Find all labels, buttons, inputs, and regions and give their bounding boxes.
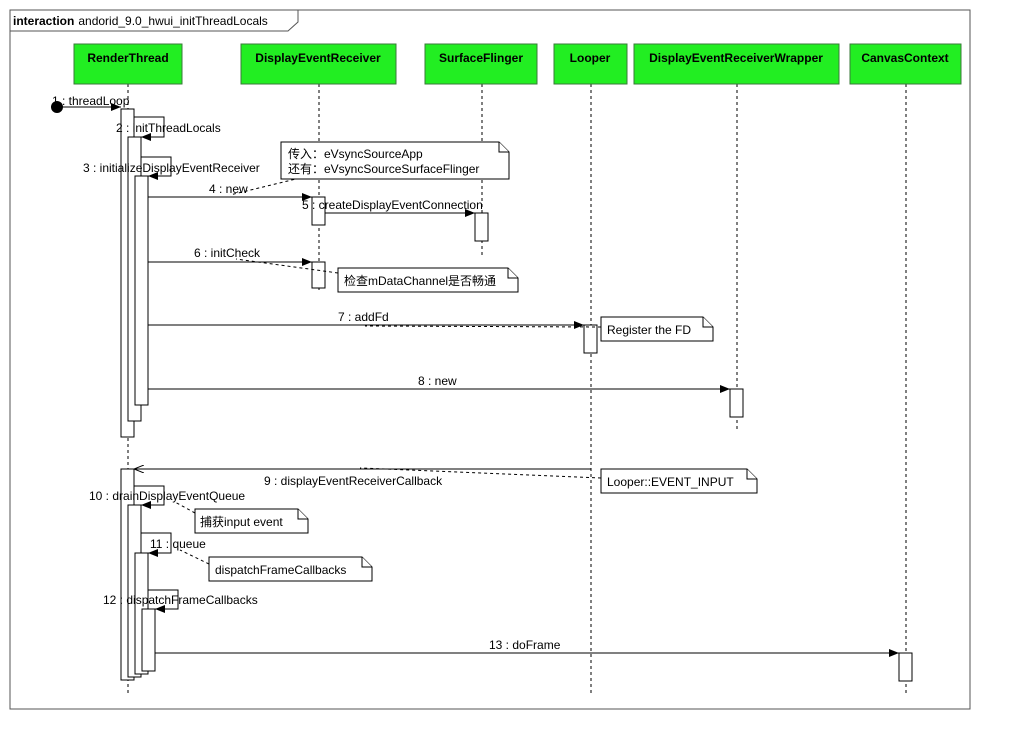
- message-11-label: 11 : queue: [150, 537, 206, 551]
- message-8-label: 8 : new: [418, 374, 457, 388]
- found-message-dot: [51, 101, 63, 113]
- display-event-receiver-activation-2: [311, 261, 326, 289]
- render-thread-label: RenderThread: [87, 51, 168, 65]
- message-4-label: 4 : new: [209, 182, 248, 196]
- frame-keyword: interaction: [13, 14, 74, 28]
- render-thread-activation-3: [134, 175, 149, 406]
- message-2-arrow: [134, 116, 165, 141]
- looper-head: [553, 43, 628, 85]
- register-fd-note-fold: [702, 317, 713, 328]
- render-thread-activation-7: [141, 608, 156, 672]
- messages: [63, 103, 899, 657]
- canvas-context-label: CanvasContext: [861, 51, 948, 65]
- display-event-receiver-wrapper-label: DisplayEventReceiverWrapper: [649, 51, 823, 65]
- message-1-label: 1 : threadLoop: [52, 94, 130, 108]
- display-event-receiver-head: [240, 43, 397, 85]
- vsync-source-note-line-1: 传入：eVsyncSourceApp: [288, 146, 423, 161]
- frame-name: andorid_9.0_hwui_initThreadLocals: [78, 14, 267, 28]
- message-2-label: 2 : initThreadLocals: [116, 121, 221, 135]
- activation-bars: [120, 108, 913, 682]
- capture-input-note-text: 捕获input event: [200, 514, 283, 529]
- message-6-label: 6 : initCheck: [194, 246, 261, 260]
- render-thread-head: [73, 43, 183, 85]
- register-fd-note: [600, 316, 714, 342]
- check-channel-note-text: 检查mDataChannel是否畅通: [344, 273, 496, 288]
- message-10-arrow: [134, 485, 165, 509]
- message-7-label: 7 : addFd: [338, 310, 389, 324]
- note-texts: 传入：eVsyncSourceApp 还有：eVsyncSourceSurfac…: [200, 146, 734, 577]
- interaction-frame: [9, 9, 971, 710]
- dispatch-frame-connector: [179, 549, 210, 565]
- looper-label: Looper: [570, 51, 611, 65]
- notes: [194, 141, 758, 582]
- vsync-source-note-line-2: 还有：eVsyncSourceSurfaceFlinger: [288, 162, 479, 176]
- surface-flinger-label: SurfaceFlinger: [439, 51, 523, 65]
- display-event-receiver-wrapper-activation: [729, 388, 744, 418]
- register-fd-note-text: Register the FD: [607, 323, 691, 337]
- message-13-label: 13 : doFrame: [489, 638, 561, 652]
- message-12-arrow: [148, 589, 179, 613]
- canvas-context-head: [849, 43, 962, 85]
- capture-input-connector: [174, 501, 196, 514]
- capture-input-note: [194, 508, 309, 534]
- message-12-label: 12 : dispatchFrameCallbacks: [103, 593, 258, 607]
- vsync-source-note-fold: [498, 142, 509, 153]
- vsync-source-note: [280, 141, 510, 180]
- message-11-arrow: [141, 532, 172, 557]
- message-9-label: 9 : displayEventReceiverCallback: [264, 474, 443, 488]
- event-input-note-text: Looper::EVENT_INPUT: [607, 475, 734, 489]
- note-connectors: [174, 177, 602, 565]
- dispatch-frame-note-fold: [361, 557, 372, 568]
- check-channel-note: [337, 267, 519, 293]
- event-input-note: [600, 468, 758, 494]
- display-event-receiver-wrapper-head: [633, 43, 840, 85]
- event-input-note-fold: [746, 469, 757, 480]
- check-channel-note-fold: [507, 268, 518, 279]
- dispatch-frame-note-text: dispatchFrameCallbacks: [215, 563, 346, 577]
- message-3-arrow: [141, 156, 172, 180]
- check-channel-connector: [235, 258, 339, 274]
- surface-flinger-head: [424, 43, 538, 85]
- dispatch-frame-note: [208, 556, 373, 582]
- message-10-label: 10 : drainDisplayEventQueue: [89, 489, 245, 503]
- canvas-context-activation: [898, 652, 913, 682]
- frame-label: interaction andorid_9.0_hwui_initThreadLo…: [13, 14, 268, 28]
- event-input-connector: [359, 467, 602, 479]
- message-labels: 1 : threadLoop 2 : initThreadLocals 3 : …: [52, 94, 561, 652]
- looper-activation: [583, 324, 598, 354]
- message-3-label: 3 : initializeDisplayEventReceiver: [83, 161, 260, 175]
- capture-input-note-fold: [297, 509, 308, 520]
- vsync-source-connector: [229, 177, 301, 196]
- message-5-label: 5 : createDisplayEventConnection: [302, 198, 483, 212]
- display-event-receiver-label: DisplayEventReceiver: [255, 51, 381, 65]
- lifeline-heads: RenderThread DisplayEventReceiver Surfac…: [73, 43, 962, 85]
- surface-flinger-activation: [474, 212, 489, 242]
- frame-label-tab: [9, 9, 299, 32]
- display-event-receiver-activation-1: [311, 196, 326, 226]
